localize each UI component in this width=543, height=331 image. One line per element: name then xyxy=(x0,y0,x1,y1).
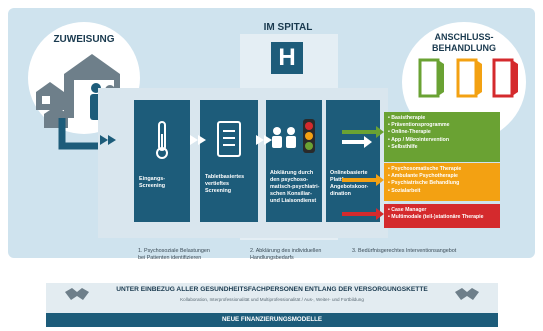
step-3: 3. Bedürfnisgerechtes Interventionsangeb… xyxy=(352,248,532,255)
column-label-3: Abklärung durch den psychoso- matisch-ps… xyxy=(270,170,324,205)
treatment-item: • Case Manager xyxy=(388,207,427,213)
treatment-item: • Basistherapie xyxy=(388,115,426,121)
treatment-item: • Ambulante Psychotherapie xyxy=(388,173,458,180)
column-label-line: Eingangs- xyxy=(139,176,166,182)
handshake-icon xyxy=(65,288,89,300)
column-label-line: Abklärung durch xyxy=(270,170,314,176)
door-green-icon xyxy=(418,58,444,98)
column-label-line: Tabletbasiertes xyxy=(205,174,245,180)
column-tablet-screening xyxy=(200,100,258,222)
treatment-box-red: • Case Manager • Multimodale (teil-)stat… xyxy=(384,204,500,228)
tablet-icon xyxy=(217,121,241,157)
column-label-line: Screening xyxy=(205,188,232,194)
step-line: 1. Psychosoziale Belastungen xyxy=(138,248,210,254)
heading-anschluss-line2: BEHANDLUNG xyxy=(432,43,496,53)
bottom-subtitle: Kollaboration, Interprofessionalität und… xyxy=(180,297,364,302)
bottom-section: UNTER EINBEZUG ALLER GESUNDHEITSFACHPERS… xyxy=(46,283,498,327)
treatment-box-yellow: • Psychosomatische Therapie • Ambulante … xyxy=(384,163,500,201)
flow-arrows xyxy=(100,135,272,145)
treatment-item: • Präventionsprogramme xyxy=(388,122,450,129)
step-line: 2. Abklärung des individuellen xyxy=(250,248,322,254)
column-online-plattform xyxy=(326,100,380,222)
step-line: bei Patienten identifizieren xyxy=(138,255,202,261)
door-yellow-icon xyxy=(456,58,482,98)
step-line: 3. Bedürfnisgerechtes Interventionsangeb… xyxy=(352,248,457,254)
column-label-line: Angebotskoor- xyxy=(330,184,369,190)
step-2: 2. Abklärung des individuellen Handlungs… xyxy=(250,248,346,262)
step-1: 1. Psychosoziale Belastungen bei Patient… xyxy=(138,248,238,262)
thermometer-icon xyxy=(156,121,168,159)
step-line: Handlungsbedarfs xyxy=(250,255,294,261)
treatment-box-green: • Basistherapie • Präventionsprogramme •… xyxy=(384,112,500,162)
handshake-icon xyxy=(455,288,479,300)
treatment-item: • Selbsthilfe xyxy=(388,143,418,150)
heading-zuweisung: ZUWEISUNG xyxy=(53,34,115,45)
bottom-title: UNTER EINBEZUG ALLER GESUNDHEITSFACHPERS… xyxy=(116,286,428,293)
treatment-item: • Psychiatrische Behandlung xyxy=(388,180,460,187)
traffic-light-icon xyxy=(303,119,315,153)
column-label-line: Screening xyxy=(139,183,166,189)
heading-anschluss-line1: ANSCHLUSS- xyxy=(434,32,494,42)
column-label-line: Onlinebasierte xyxy=(330,170,368,176)
treatment-item: • Multimodale (teil-)stationäre Therapie xyxy=(388,214,484,221)
column-label-line: schen Konsiliar- xyxy=(270,191,312,197)
treatment-item: • Online-Therapie xyxy=(388,129,431,136)
treatment-item: • App / Mikrointervention xyxy=(388,136,449,143)
hospital-sign-icon: H xyxy=(271,42,303,74)
treatment-item: • Sozialarbeit xyxy=(388,187,421,194)
column-label-line: den psychoso- xyxy=(270,177,309,183)
financing-bar: NEUE FINANZIERUNGSMODELLE xyxy=(46,313,498,327)
consultation-icon xyxy=(272,127,296,148)
column-label-line: dination xyxy=(330,191,351,197)
door-red-icon xyxy=(492,58,518,98)
column-label-line: vertieftes xyxy=(205,181,229,187)
column-eingangs-screening xyxy=(134,100,190,222)
column-label-line: und Liaisondienst xyxy=(270,198,317,204)
column-label-line: matisch-psychiatri- xyxy=(270,184,320,190)
outgoing-arrows xyxy=(342,126,384,220)
column-label-1: Eingangs- Screening xyxy=(139,176,189,190)
treatment-item: • Psychosomatische Therapie xyxy=(388,166,462,172)
heading-im-spital: IM SPITAL xyxy=(263,22,313,33)
column-label-2: Tabletbasiertes vertieftes Screening xyxy=(205,174,257,195)
